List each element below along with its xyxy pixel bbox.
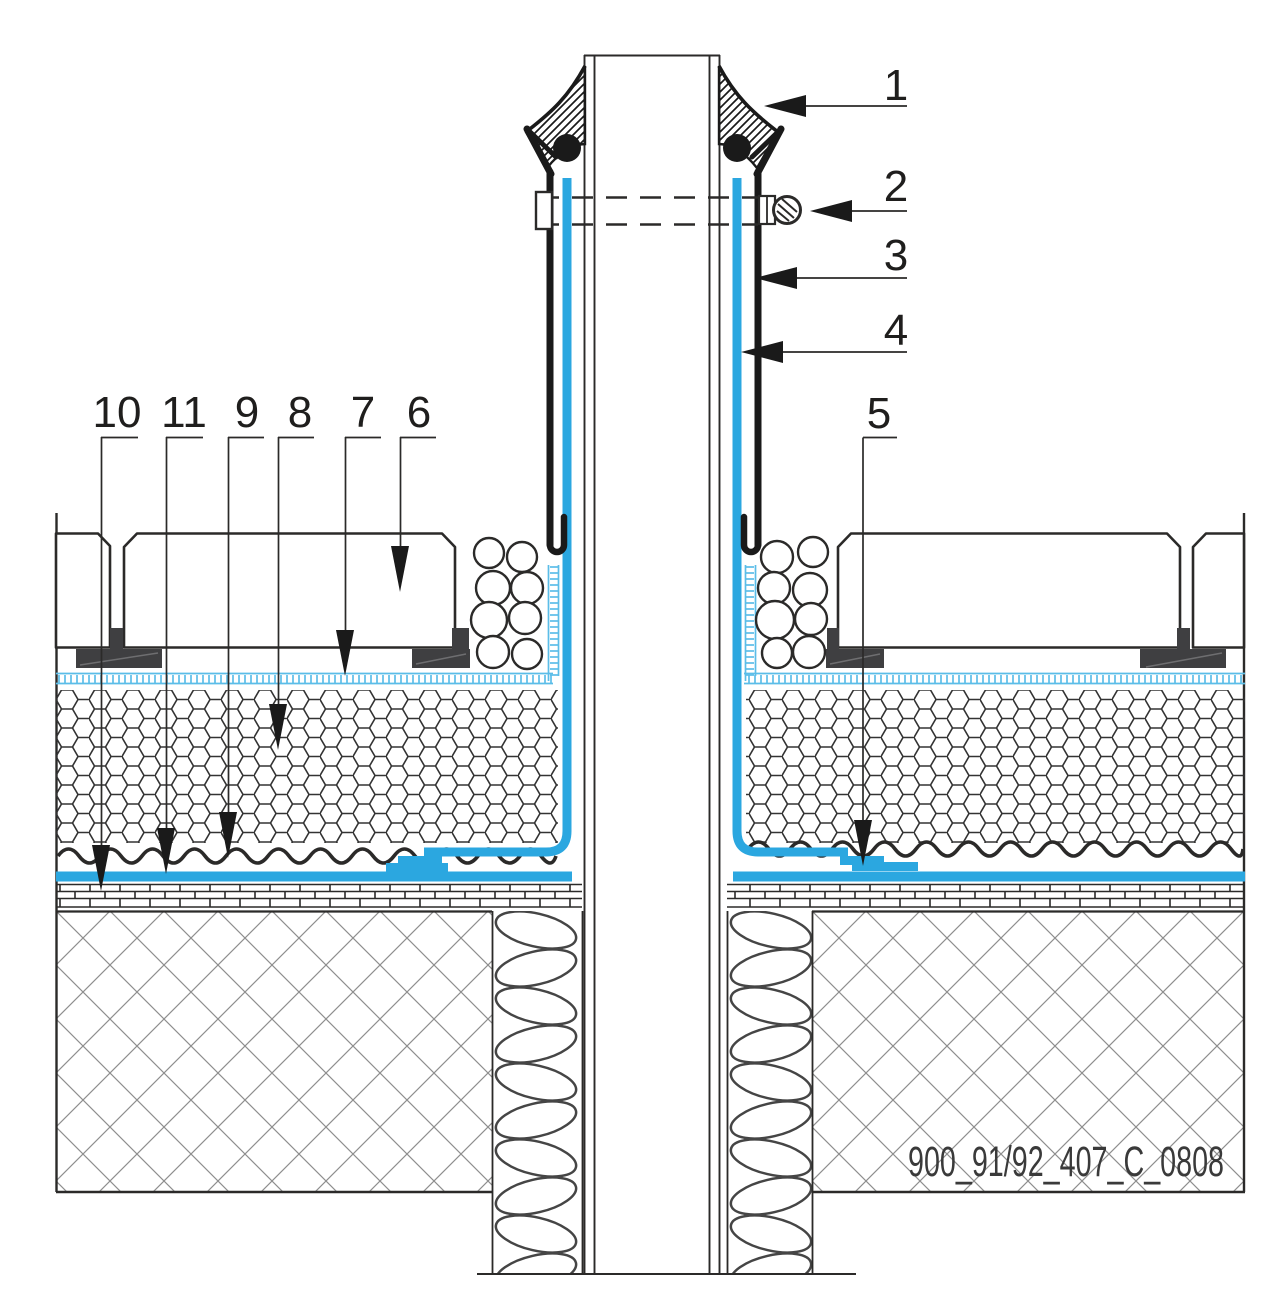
sleeve-hook-left bbox=[546, 513, 568, 556]
paver-supports bbox=[76, 628, 1226, 668]
levelling-layer bbox=[56, 883, 1245, 908]
support-pad bbox=[1140, 649, 1226, 668]
pipe-walls bbox=[583, 54, 721, 1274]
collar-top-edges bbox=[524, 65, 780, 134]
wool-left bbox=[492, 911, 583, 1274]
thermal-insulation bbox=[56, 690, 1245, 843]
arrow-6 bbox=[391, 546, 409, 592]
protection-upstand-left bbox=[550, 565, 558, 677]
protection-band-lines bbox=[56, 672, 1245, 685]
callouts: 1 2 3 4 5 10 11 9 8 7 6 bbox=[92, 61, 908, 891]
arrow-10 bbox=[92, 845, 110, 891]
metal-sleeve-flashing bbox=[523, 125, 785, 556]
membrane bbox=[56, 178, 1245, 882]
callout-label-10: 10 bbox=[93, 388, 142, 437]
levelling-lines bbox=[56, 883, 1245, 908]
arrow-3 bbox=[755, 267, 797, 289]
levelling-ticks-left bbox=[56, 884, 582, 907]
arrow-4 bbox=[741, 341, 783, 363]
spacer-tab bbox=[1177, 628, 1190, 649]
support-pad-highlights bbox=[79, 652, 1223, 668]
clamp-band-hidden-lines bbox=[538, 196, 758, 226]
levelling-ticks-right bbox=[727, 884, 1245, 907]
spacer-tab bbox=[827, 628, 839, 649]
paver-right-large bbox=[836, 532, 1182, 649]
callout-leader-5 bbox=[862, 436, 897, 822]
screw-slot-hatch bbox=[776, 198, 798, 222]
paving-slabs bbox=[54, 532, 1246, 649]
membrane-upstand-right bbox=[732, 178, 848, 857]
callout-label-11: 11 bbox=[161, 388, 207, 437]
wool-edges bbox=[491, 911, 814, 1274]
paver-left-small bbox=[54, 532, 112, 649]
arrow-5 bbox=[854, 820, 872, 866]
insulation-right bbox=[746, 690, 1245, 843]
wool-right bbox=[727, 911, 813, 1274]
clamp-bracket-left bbox=[534, 190, 554, 231]
callout-label-9: 9 bbox=[235, 388, 259, 437]
arrow-7 bbox=[336, 630, 354, 676]
callout-label-6: 6 bbox=[407, 388, 431, 437]
gasket-right bbox=[723, 134, 751, 162]
pipe bbox=[583, 54, 721, 1274]
drawing-code: 900_91/92_407_C_0808 bbox=[908, 1138, 1224, 1186]
membrane-overlap-right2 bbox=[852, 862, 918, 871]
protection-upstand-lines bbox=[547, 565, 757, 681]
sealing-collar bbox=[524, 65, 780, 171]
callout-label-3: 3 bbox=[884, 231, 908, 280]
protection-band-left bbox=[56, 675, 553, 683]
callout-label-4: 4 bbox=[884, 306, 908, 355]
callout-label-8: 8 bbox=[288, 388, 312, 437]
concrete-hatch-right bbox=[812, 911, 1245, 1193]
arrow-11 bbox=[157, 828, 175, 874]
spacer-tab bbox=[110, 628, 123, 649]
arrow-2 bbox=[810, 200, 852, 222]
hose-clamp bbox=[534, 190, 802, 231]
callout-leaders-left bbox=[100, 436, 436, 847]
protection-upstand-right bbox=[746, 565, 754, 677]
protection-layer bbox=[56, 565, 1245, 685]
separation-fleece bbox=[56, 840, 1245, 865]
protection-band-right bbox=[744, 675, 1245, 683]
sleeve-hook-right bbox=[740, 513, 762, 556]
callout-leaders-right bbox=[781, 105, 907, 353]
concrete-hatch-left bbox=[56, 911, 492, 1193]
callout-label-1: 1 bbox=[884, 61, 908, 110]
arrow-8 bbox=[269, 704, 287, 750]
gravel bbox=[469, 535, 830, 671]
callout-label-2: 2 bbox=[884, 162, 908, 211]
gasket-left bbox=[553, 134, 581, 162]
paver-right-small bbox=[1191, 532, 1246, 649]
membrane-upstand-left bbox=[424, 178, 572, 857]
spacer-tab bbox=[452, 628, 469, 649]
sleeve-flare-right bbox=[753, 125, 785, 178]
callout-label-7: 7 bbox=[351, 388, 375, 437]
mineral-wool-packing bbox=[477, 911, 856, 1275]
membrane-overlap-left2 bbox=[386, 863, 448, 872]
arrow-1 bbox=[764, 95, 806, 117]
insulation-left bbox=[56, 690, 558, 843]
callout-label-5: 5 bbox=[867, 389, 891, 438]
membrane-overlap-left bbox=[398, 856, 442, 865]
arrow-9 bbox=[219, 812, 237, 858]
